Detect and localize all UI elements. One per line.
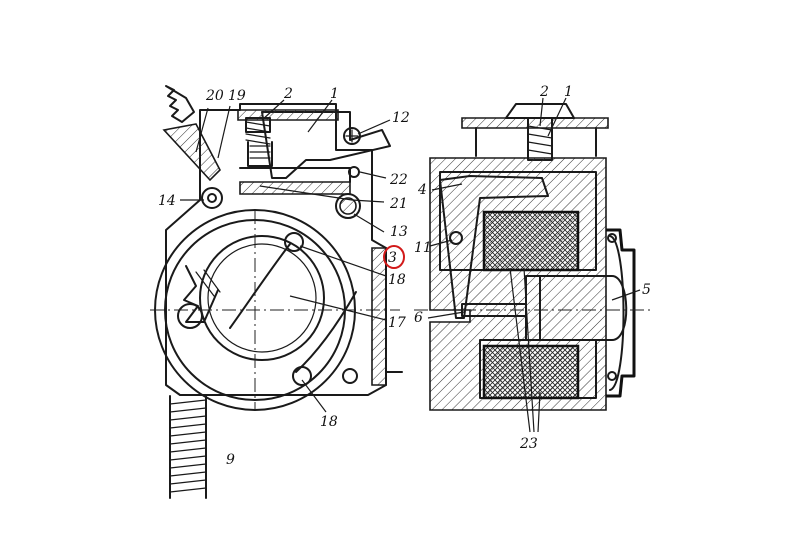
pin-18-bottom <box>292 366 312 386</box>
callout-17: 17 <box>388 315 406 331</box>
callout-19: 19 <box>228 88 246 104</box>
right-cover <box>606 228 636 398</box>
callout-6: 6 <box>414 310 423 326</box>
right-view <box>414 103 650 411</box>
link-lower <box>295 291 357 373</box>
callout-20: 20 <box>205 88 224 104</box>
highlight-ring <box>383 245 405 269</box>
callout-11: 11 <box>414 240 432 256</box>
callout-2-left: 2 <box>283 86 293 102</box>
roller-13 <box>335 193 361 219</box>
coil-upper <box>482 210 580 272</box>
callout-23: 23 <box>519 436 538 452</box>
callout-13: 13 <box>390 224 408 240</box>
callout-21: 21 <box>389 196 408 212</box>
bar-21 <box>239 181 351 195</box>
spring-2 <box>245 117 273 167</box>
callout-18-lower: 18 <box>320 414 338 430</box>
coil-spring-9 <box>169 395 207 499</box>
left-view <box>150 85 403 499</box>
link-upper <box>229 243 291 329</box>
callout-1-left: 1 <box>330 86 339 102</box>
left-side-wall <box>371 247 387 386</box>
top-cap <box>461 117 609 129</box>
callout-4: 4 <box>417 182 427 198</box>
pin-18-top <box>284 232 304 252</box>
pawl-19 <box>162 123 221 182</box>
pivot-14 <box>201 187 223 209</box>
plunger-5 <box>525 275 628 341</box>
callout-9: 9 <box>226 452 235 468</box>
drum-17 <box>199 235 325 361</box>
callout-14: 14 <box>158 193 176 209</box>
leader-lines <box>180 97 641 433</box>
callout-2-right: 2 <box>539 84 549 100</box>
callout-12: 12 <box>392 110 410 126</box>
lever-4 <box>439 175 549 319</box>
screw-22 <box>348 166 360 178</box>
screw-12 <box>343 127 361 145</box>
armature-1 <box>261 111 391 179</box>
callout-22: 22 <box>389 172 408 188</box>
callout-1-right: 1 <box>564 84 573 100</box>
callout-3: 3 <box>388 250 397 266</box>
callout-labels: 20 19 2 1 12 22 21 13 3 18 17 18 14 9 2 … <box>158 84 651 468</box>
callout-18-upper: 18 <box>388 272 406 288</box>
ratchet-20 <box>165 85 195 123</box>
upper-cavity <box>439 171 597 271</box>
pivot-11 <box>449 231 463 245</box>
callout-5: 5 <box>642 282 651 298</box>
